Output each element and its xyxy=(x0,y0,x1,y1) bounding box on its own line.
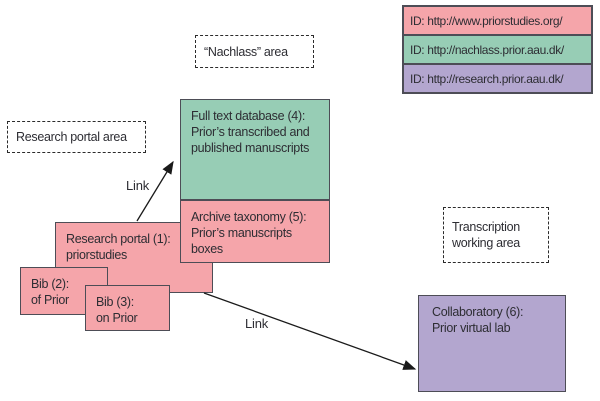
legend-item-nachlass-url: ID: http://nachlass.prior.aau.dk/ xyxy=(402,34,593,65)
node-collaboratory: Collaboratory (6): Prior virtual lab xyxy=(418,295,566,392)
area-label-transcription-working: Transcription working area xyxy=(443,207,549,263)
legend: ID: http://www.priorstudies.org/ ID: htt… xyxy=(402,5,593,94)
area-label-research-portal: Research portal area xyxy=(7,121,146,153)
node-full-text-database: Full text database (4): Prior’s transcri… xyxy=(180,99,330,200)
link-label-portal-to-collaboratory: Link xyxy=(245,316,269,331)
node-archive-taxonomy: Archive taxonomy (5): Prior’s manuscript… xyxy=(180,200,330,263)
link-label-portal-to-fulltext: Link xyxy=(126,178,150,193)
legend-item-priorstudies-url: ID: http://www.priorstudies.org/ xyxy=(402,5,593,36)
node-bib-on-prior: Bib (3): on Prior xyxy=(85,285,170,331)
arrow-portal-to-collaboratory xyxy=(203,292,417,370)
area-label-nachlass: “Nachlass” area xyxy=(195,35,314,68)
legend-item-research-url: ID: http://research.prior.aau.dk/ xyxy=(402,63,593,94)
